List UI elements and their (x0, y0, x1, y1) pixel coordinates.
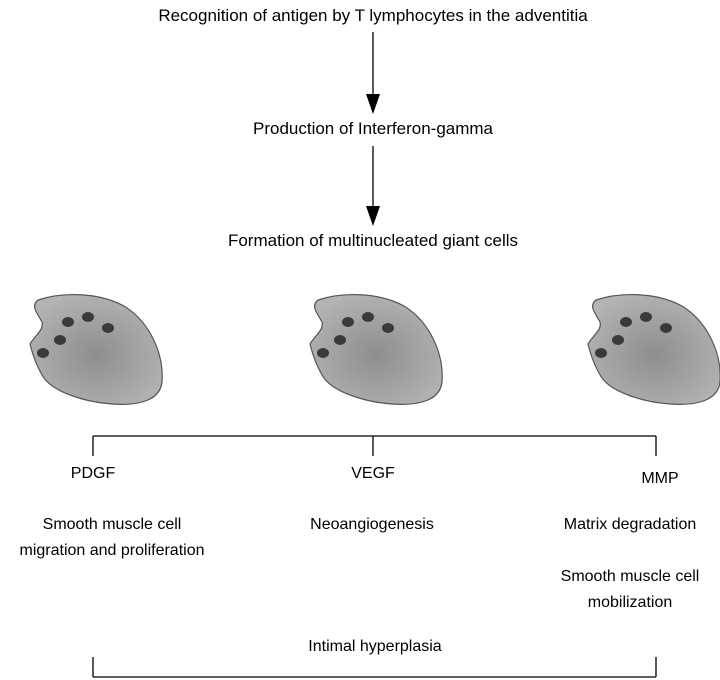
giant-cell-right (587, 294, 720, 405)
step-giant-cell-formation: Formation of multinucleated giant cells (227, 231, 519, 250)
factor-pdgf: PDGF (70, 465, 116, 482)
arrowhead-1 (366, 94, 380, 114)
giant-cell-left (29, 294, 163, 405)
factor-bracket (92, 435, 657, 456)
factor-vegf: VEGF (351, 465, 395, 482)
effect-smc-mobilization-line2: mobilization (587, 594, 673, 611)
effect-neoangiogenesis: Neoangiogenesis (310, 516, 434, 533)
effect-smc-migration-line2: migration and proliferation (19, 542, 205, 559)
effect-matrix-degradation: Matrix degradation (563, 516, 697, 533)
giant-cell-middle (309, 294, 443, 405)
arrowhead-2 (366, 206, 380, 226)
effect-smc-mobilization-line1: Smooth muscle cell (560, 568, 700, 585)
outcome-bracket (92, 657, 657, 678)
factor-mmp: MMP (641, 470, 679, 487)
step-interferon-production: Production of Interferon-gamma (252, 119, 494, 138)
step-antigen-recognition: Recognition of antigen by T lymphocytes … (158, 6, 588, 25)
outcome-intimal-hyperplasia: Intimal hyperplasia (308, 638, 442, 655)
effect-smc-migration-line1: Smooth muscle cell (42, 516, 182, 533)
